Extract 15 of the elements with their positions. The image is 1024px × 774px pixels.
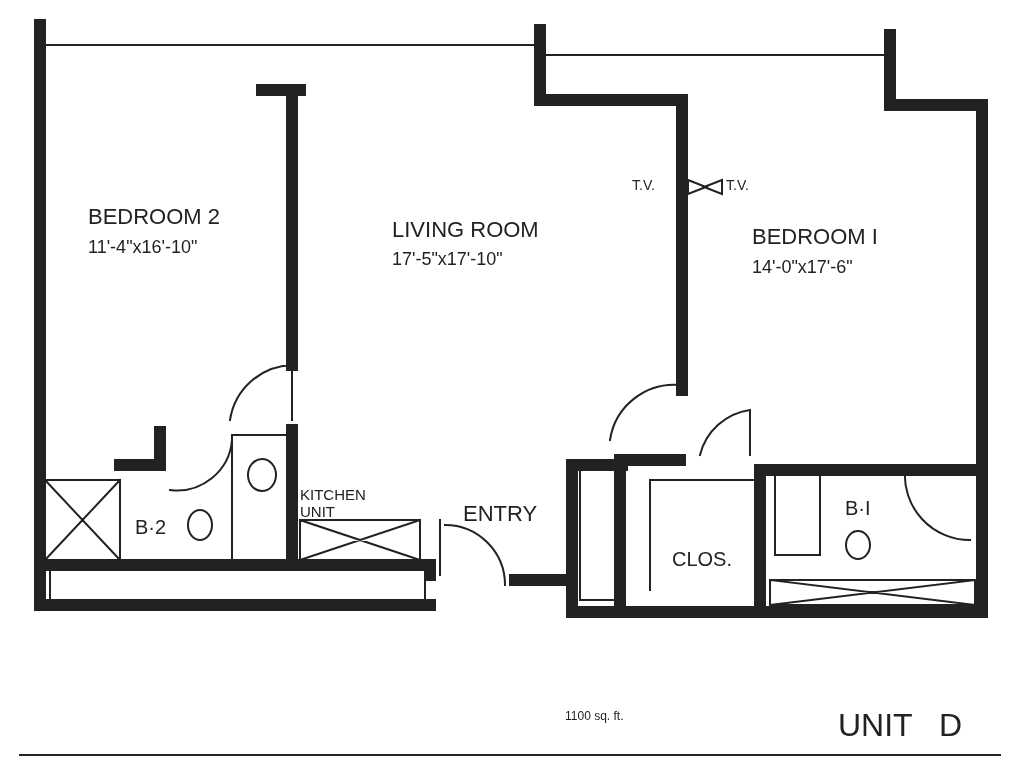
- unit-title: UNIT D: [838, 708, 963, 744]
- tv-label: T.V.: [632, 178, 655, 194]
- room-label: ENTRY: [463, 502, 538, 527]
- room-label: B·2: [135, 516, 167, 538]
- room-label: BEDROOM I: [752, 225, 878, 250]
- room-dimensions: 14'-0"x17'-6": [752, 258, 853, 278]
- room-label: LIVING ROOM: [392, 218, 539, 243]
- tv-label: T.V.: [726, 178, 749, 194]
- room-label: CLOS.: [672, 548, 733, 570]
- area-label: 1100 sq. ft.: [565, 710, 624, 724]
- room-label: B·I: [845, 497, 871, 519]
- room-dimensions: 11'-4"x16'-10": [88, 238, 198, 258]
- room-dimensions: 17'-5"x17'-10": [392, 250, 503, 270]
- kitchen-label: KITCHEN UNIT: [300, 487, 367, 520]
- room-label: BEDROOM 2: [88, 205, 221, 230]
